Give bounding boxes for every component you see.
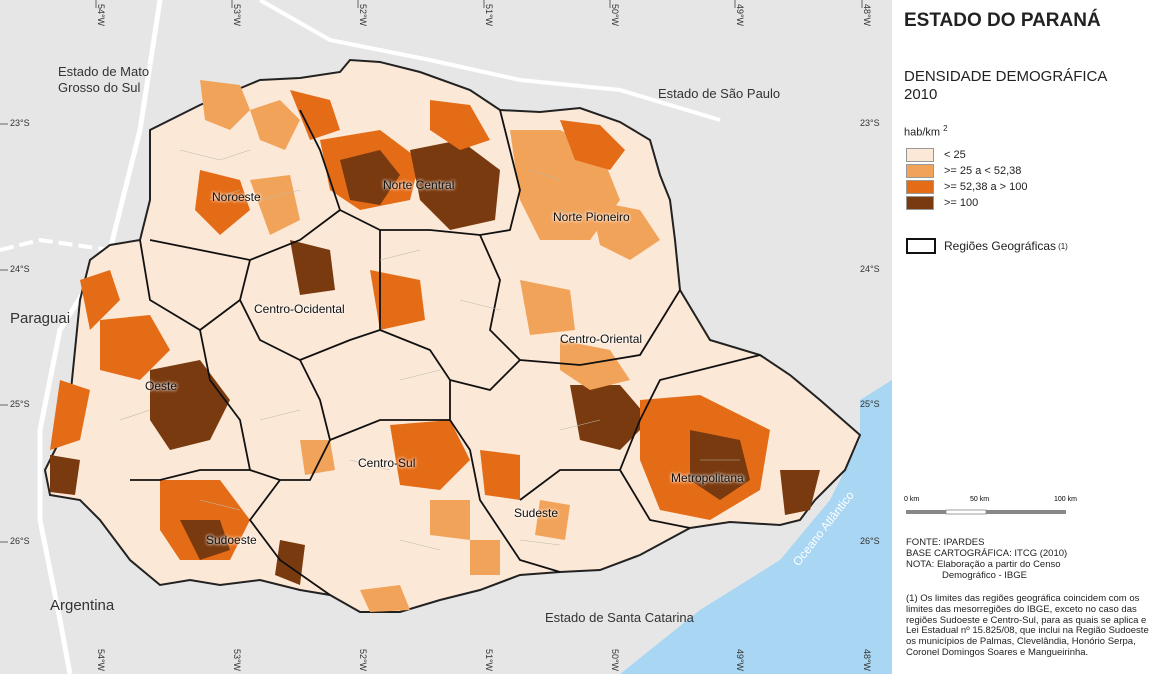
graticule xyxy=(0,0,863,543)
lat-label-right-24: 24°S xyxy=(860,264,880,274)
label-mato-grosso-do-sul: Estado de Mato Grosso do Sul xyxy=(58,64,150,95)
legend-unit: hab/km 2 xyxy=(904,124,948,139)
lon-label-bottom-49: 49°W xyxy=(735,648,746,672)
legend-regions: Regiões Geográficas (1) xyxy=(906,238,1068,254)
region-boundaries xyxy=(130,109,761,596)
map-canvas xyxy=(0,0,892,675)
region-boundary-swatch xyxy=(906,238,936,254)
map-subtitle: DENSIDADE DEMOGRÁFICA 2010 xyxy=(904,68,1107,103)
ocean-area xyxy=(620,380,892,674)
legend-label: >= 100 xyxy=(944,197,979,209)
region-label-sudeste: Sudeste xyxy=(514,506,559,520)
legend-swatch xyxy=(906,164,934,178)
map-title: ESTADO DO PARANÁ xyxy=(904,10,1101,31)
scale-bar: 0 km 50 km 100 km xyxy=(904,496,1094,526)
legend-label: < 25 xyxy=(944,149,966,161)
lon-label-top-49: 49°W xyxy=(735,3,746,27)
map-view[interactable]: Estado de Mato Grosso do Sul Estado de S… xyxy=(0,0,892,675)
legend-unit-text: hab/km xyxy=(904,126,941,139)
lon-label-top-51: 51°W xyxy=(484,3,495,27)
lat-label-left-25: 25°S xyxy=(10,399,30,409)
border-line xyxy=(0,237,111,252)
region-label-norte-central: Norte Central xyxy=(383,178,455,192)
legend-label: >= 52,38 a > 100 xyxy=(944,181,1028,193)
region-label-centro-sul: Centro-Sul xyxy=(358,456,416,470)
lat-label-left-26: 26°S xyxy=(10,536,30,546)
label-santa-catarina: Estado de Santa Catarina xyxy=(545,610,694,625)
lon-label-bottom-50: 50°W xyxy=(610,648,621,672)
river-paranapanema xyxy=(259,0,721,122)
footnote: (1) Os limites das regiões geográfica co… xyxy=(906,593,1149,658)
label-sao-paulo: Estado de São Paulo xyxy=(658,86,781,101)
lon-label-bottom-52: 52°W xyxy=(358,648,369,672)
lon-label-bottom-51: 51°W xyxy=(484,648,495,672)
legend-item: < 25 xyxy=(906,148,966,162)
river-parana xyxy=(37,0,163,675)
label-argentina: Argentina xyxy=(50,597,115,614)
regions-note-ref: (1) xyxy=(1058,241,1068,251)
source-line: NOTA: Elaboração a partir do Censo xyxy=(906,559,1061,570)
legend-swatch xyxy=(906,196,934,210)
scale-label-100: 100 km xyxy=(1054,496,1077,503)
lon-label-top-54: 54°W xyxy=(96,3,107,27)
source-line: Demográfico - IBGE xyxy=(942,570,1027,581)
municipal-borders xyxy=(119,149,740,551)
lat-label-left-23: 23°S xyxy=(10,118,30,128)
region-label-centro-ocidental: Centro-Ocidental xyxy=(254,302,345,316)
region-label-centro-oriental: Centro-Oriental xyxy=(560,332,643,346)
lon-label-bottom-48: 48°W xyxy=(862,648,873,672)
legend-unit-exp: 2 xyxy=(943,124,948,133)
lon-label-bottom-54: 54°W xyxy=(96,648,107,672)
legend-item: >= 100 xyxy=(906,196,978,210)
label-paraguai: Paraguai xyxy=(10,310,71,327)
region-label-norte-pioneiro: Norte Pioneiro xyxy=(553,210,630,224)
region-label-sudoeste: Sudoeste xyxy=(206,533,257,547)
region-label-metropolitana: Metropolitana xyxy=(671,471,744,485)
legend-label: >= 25 a < 52,38 xyxy=(944,165,1022,177)
lon-label-top-53: 53°W xyxy=(232,3,243,27)
lon-label-top-48: 48°W xyxy=(862,3,873,27)
lat-label-left-24: 24°S xyxy=(10,264,30,274)
scale-label-0: 0 km xyxy=(904,496,920,503)
legend-panel: ESTADO DO PARANÁ DENSIDADE DEMOGRÁFICA 2… xyxy=(896,0,1168,674)
legend-swatch xyxy=(906,148,934,162)
scale-graphic xyxy=(906,509,1066,515)
legend-item: >= 25 a < 52,38 xyxy=(906,164,1021,178)
density-fill xyxy=(50,80,820,612)
lat-label-right-25: 25°S xyxy=(860,399,880,409)
lon-label-top-50: 50°W xyxy=(610,3,621,27)
regions-label: Regiões Geográficas xyxy=(944,239,1057,253)
legend-item: >= 52,38 a > 100 xyxy=(906,180,1028,194)
lon-label-bottom-53: 53°W xyxy=(232,648,243,672)
legend-swatch xyxy=(906,180,934,194)
scale-label-50: 50 km xyxy=(970,496,990,503)
source-line: FONTE: IPARDES xyxy=(906,537,985,548)
lat-label-right-26: 26°S xyxy=(860,536,880,546)
source-line: BASE CARTOGRÁFICA: ITCG (2010) xyxy=(906,548,1068,559)
lat-label-right-23: 23°S xyxy=(860,118,880,128)
lon-label-top-52: 52°W xyxy=(358,3,369,27)
source-block: FONTE: IPARDES BASE CARTOGRÁFICA: ITCG (… xyxy=(906,537,1067,581)
region-label-noroeste: Noroeste xyxy=(212,190,261,204)
region-label-oeste: Oeste xyxy=(145,379,178,393)
